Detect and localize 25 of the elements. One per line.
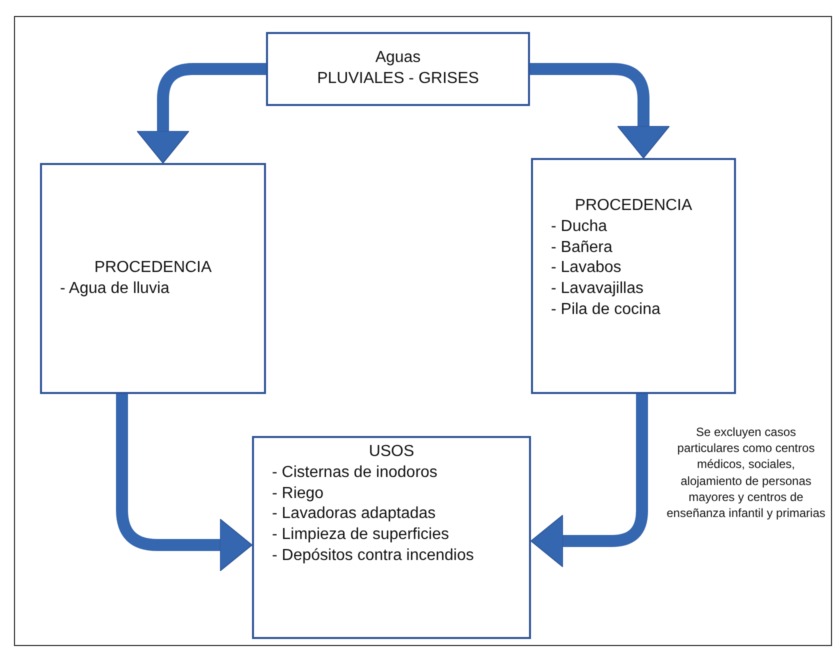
box-title: Aguas [374,48,422,68]
list-item: - Lavadoras adaptadas [271,504,437,524]
box-heading: PROCEDENCIA [93,258,213,278]
source-box [266,32,530,106]
list-item: - Riego [271,484,325,504]
list-item: - Limpieza de superficies [271,525,450,546]
process-box [40,163,266,394]
arrow [116,394,252,572]
note-text: Se excluyen casos particulares como centros médicos, sociales, alojamiento de personas mayores y centros de enseñanza infantil y primarias [666,424,826,522]
box-heading: PROCEDENCIA [574,196,694,216]
list-item: - Pila de cocina [550,300,662,320]
list-item: - Agua de lluvia [59,278,170,298]
arrow [530,63,670,158]
list-item: - Bañera [550,238,614,258]
list-item: - Cisternas de inodoros [271,462,438,483]
list-item: - Lavavajillas [550,279,644,300]
box-title: PLUVIALES - GRISES [316,69,480,89]
list-item: - Depósitos contra incendios [271,546,475,566]
list-item: - Lavabos [550,258,622,278]
process-box [531,158,736,394]
arrow [530,394,648,568]
list-item: - Ducha [550,216,608,237]
process-box [252,436,531,639]
arrow [136,63,266,164]
box-heading: USOS [368,442,416,462]
